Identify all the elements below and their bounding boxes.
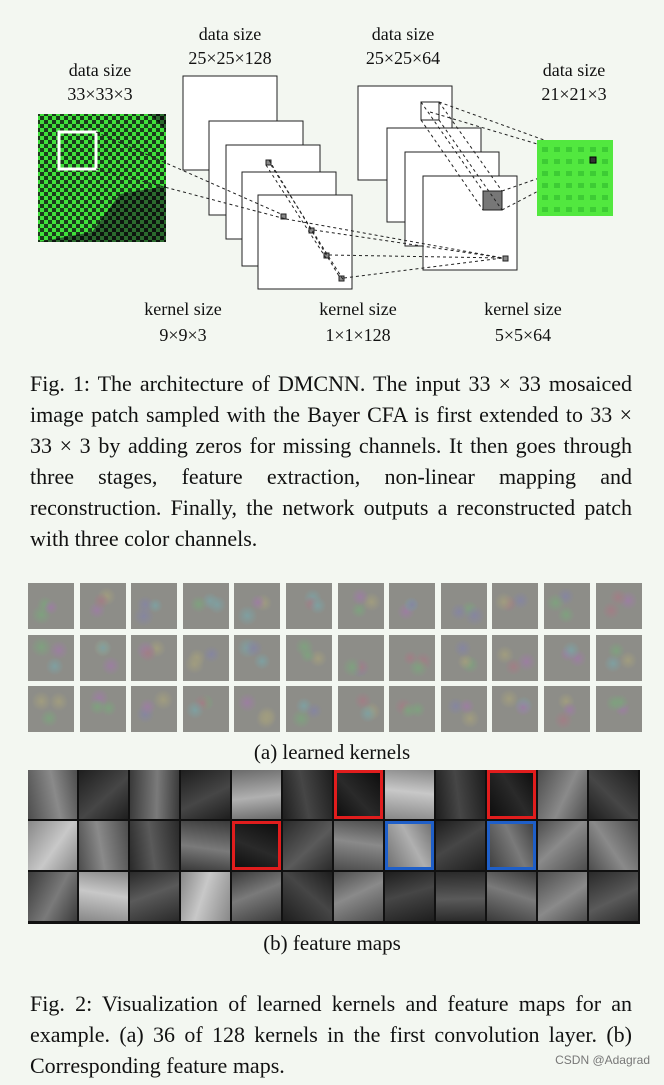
feature-map-cell <box>130 770 179 819</box>
kernel-cell <box>234 583 280 629</box>
kernel-cell <box>338 686 384 732</box>
kernel-cell <box>492 635 538 681</box>
kernel-cell <box>389 686 435 732</box>
feature-map-cell <box>232 872 281 921</box>
output-patch <box>537 140 613 216</box>
architecture-diagram <box>0 0 664 360</box>
kernel-cell <box>338 583 384 629</box>
feature-map-cell-highlight-blue <box>385 821 434 870</box>
feature-map-cell <box>385 770 434 819</box>
nonlinear-mapping-stack <box>358 86 517 270</box>
feature-map-cell <box>232 770 281 819</box>
kernel-cell <box>28 635 74 681</box>
feature-maps-grid <box>28 770 640 924</box>
watermark: CSDN @Adagrad <box>555 1053 650 1067</box>
feature-map-cell <box>283 770 332 819</box>
kernel-cell <box>183 686 229 732</box>
feature-map-cell <box>79 872 128 921</box>
kernel-cell <box>544 583 590 629</box>
kernel-cell <box>441 583 487 629</box>
feature-map-cell <box>283 872 332 921</box>
kernel-cell <box>234 686 280 732</box>
feature-map-cell <box>436 821 485 870</box>
feature-map-cell <box>130 872 179 921</box>
feature-map-cell <box>589 872 638 921</box>
kernel-cell <box>131 686 177 732</box>
feature-map-cell <box>436 872 485 921</box>
feature-map-cell <box>538 821 587 870</box>
kernel-cell <box>492 583 538 629</box>
kernel-cell <box>596 686 642 732</box>
input-image <box>38 114 166 242</box>
feature-map-cell <box>28 821 77 870</box>
feature-map-cell <box>538 872 587 921</box>
kernel-cell <box>286 635 332 681</box>
kernel-cell <box>80 686 126 732</box>
kernel-cell <box>492 686 538 732</box>
kernel-cell <box>596 583 642 629</box>
kernel-cell <box>544 635 590 681</box>
figure1-caption: Fig. 1: The architecture of DMCNN. The i… <box>30 368 632 554</box>
kernel-cell <box>80 635 126 681</box>
feature-map-cell <box>79 770 128 819</box>
kernel-cell <box>183 635 229 681</box>
feature-map-cell <box>334 821 383 870</box>
kernel-cell <box>286 686 332 732</box>
feature-map-cell-highlight-red <box>334 770 383 819</box>
feature-map-cell <box>283 821 332 870</box>
kernel-cell <box>544 686 590 732</box>
kernel-cell <box>441 686 487 732</box>
kernel-cell <box>80 583 126 629</box>
learned-kernels-grid <box>28 583 640 733</box>
subfigure-b-label: (b) feature maps <box>0 931 664 956</box>
feature-map-cell <box>130 821 179 870</box>
feature-map-cell <box>487 872 536 921</box>
feature-map-cell <box>589 821 638 870</box>
kernel-cell <box>28 686 74 732</box>
kernel-cell <box>389 635 435 681</box>
kernel-cell <box>131 583 177 629</box>
kernel-cell <box>389 583 435 629</box>
kernel-cell <box>234 635 280 681</box>
subfigure-a-label: (a) learned kernels <box>0 740 664 765</box>
feature-map-cell <box>28 872 77 921</box>
feature-map-cell <box>79 821 128 870</box>
kernel-cell <box>28 583 74 629</box>
feature-map-cell-highlight-blue <box>487 821 536 870</box>
feature-map-cell-highlight-red <box>232 821 281 870</box>
feature-map-cell-highlight-red <box>487 770 536 819</box>
feature-map-cell <box>436 770 485 819</box>
feature-map-cell <box>385 872 434 921</box>
feature-map-cell <box>334 872 383 921</box>
kernel-cell <box>286 583 332 629</box>
feature-map-cell <box>181 821 230 870</box>
feature-map-cell <box>538 770 587 819</box>
kernel-cell <box>596 635 642 681</box>
feature-map-cell <box>181 770 230 819</box>
feature-map-cell <box>181 872 230 921</box>
kernel-cell <box>441 635 487 681</box>
feature-map-cell <box>589 770 638 819</box>
kernel-cell <box>183 583 229 629</box>
kernel-cell <box>131 635 177 681</box>
feature-map-cell <box>28 770 77 819</box>
kernel-cell <box>338 635 384 681</box>
figure2-caption: Fig. 2: Visualization of learned kernels… <box>30 988 632 1081</box>
